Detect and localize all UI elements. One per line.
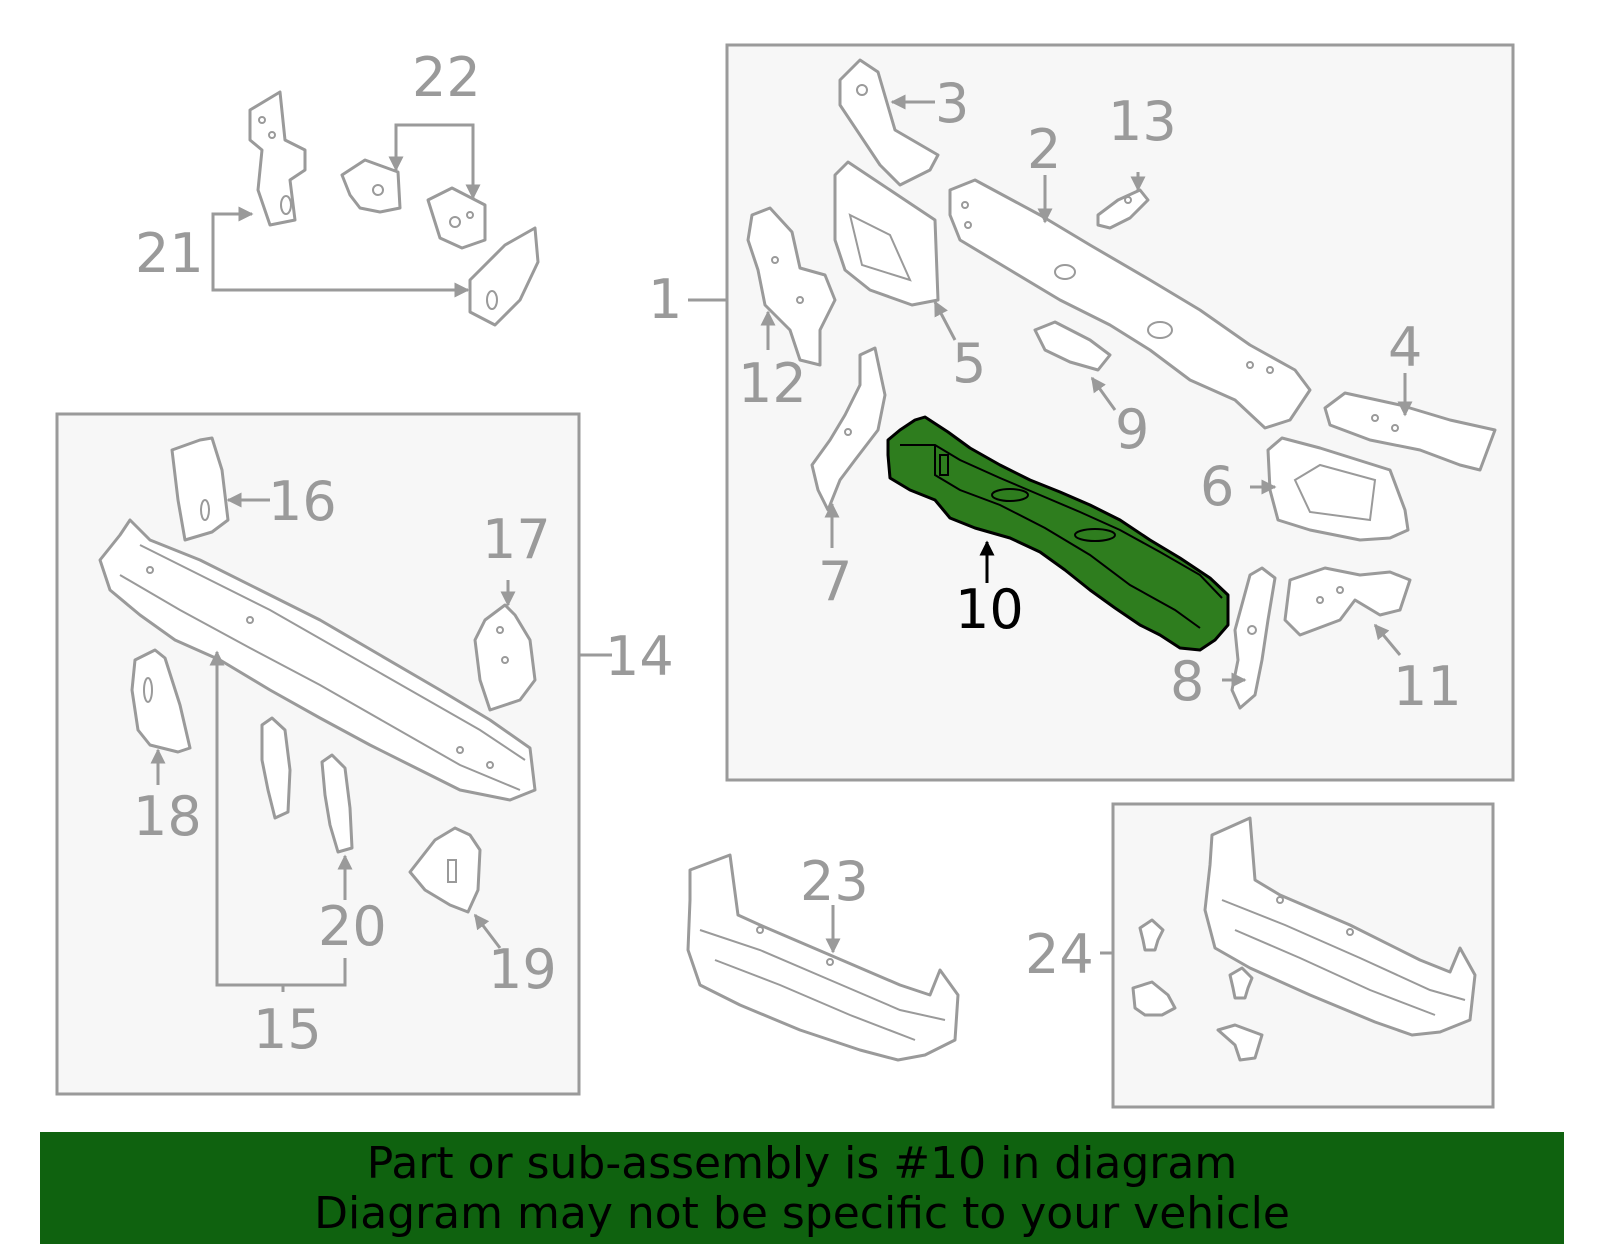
callout-18: 18 <box>133 785 202 848</box>
callout-5: 5 <box>952 332 986 395</box>
part-23-shield <box>686 853 960 1062</box>
callout-21: 21 <box>135 222 204 285</box>
callout-7: 7 <box>818 550 852 613</box>
callout-3: 3 <box>935 72 969 135</box>
callout-24: 24 <box>1025 923 1094 986</box>
callout-10: 10 <box>955 578 1024 641</box>
callout-11: 11 <box>1393 655 1462 718</box>
callout-6: 6 <box>1200 455 1234 518</box>
callout-20: 20 <box>318 895 387 958</box>
callout-12: 12 <box>738 352 807 415</box>
callout-16: 16 <box>268 470 337 533</box>
box-14-parts <box>98 436 537 914</box>
banner-disclaimer: Diagram may not be specific to your vehi… <box>314 1188 1290 1239</box>
callout-14: 14 <box>605 625 674 688</box>
box-24-parts <box>1131 816 1477 1062</box>
callout-23: 23 <box>800 850 869 913</box>
callout-9: 9 <box>1115 398 1149 461</box>
callout-22: 22 <box>412 46 481 109</box>
banner-part-note: Part or sub-assembly is #10 in diagram <box>366 1138 1238 1189</box>
callout-4: 4 <box>1388 316 1422 379</box>
callout-2: 2 <box>1027 118 1061 181</box>
part-10-highlighted <box>886 415 1230 652</box>
callout-13: 13 <box>1108 90 1177 153</box>
callout-15: 15 <box>253 998 322 1061</box>
callout-labels: 1 2 3 4 5 6 7 8 9 10 11 12 13 14 15 16 1… <box>133 46 1462 1061</box>
callout-8: 8 <box>1170 650 1204 713</box>
callout-1: 1 <box>648 268 682 331</box>
part-21-22-brackets <box>248 90 540 327</box>
box-1-parts <box>746 58 1497 710</box>
callout-19: 19 <box>488 938 557 1001</box>
info-banner: Part or sub-assembly is #10 in diagram D… <box>40 1132 1564 1244</box>
callout-17: 17 <box>482 508 551 571</box>
